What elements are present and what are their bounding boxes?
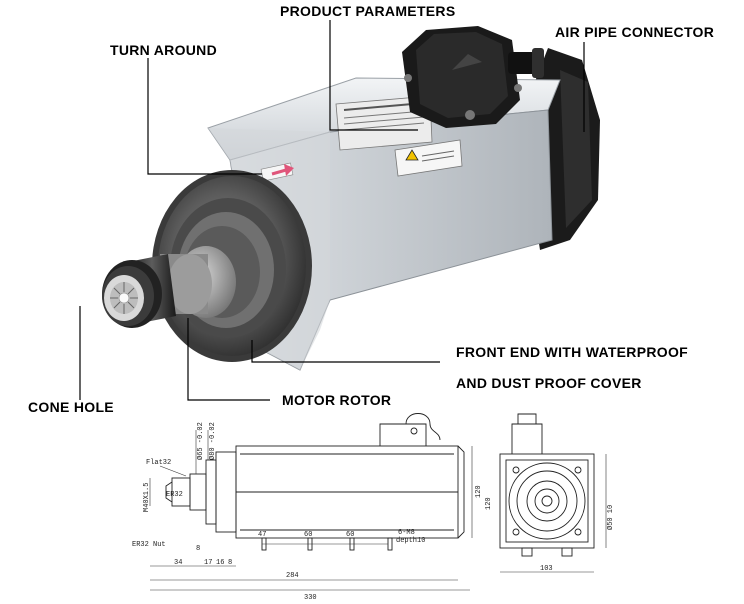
warning-sign — [405, 149, 419, 161]
callout-cone-hole: CONE HOLE — [28, 399, 114, 415]
label-thread: M40X1.5 — [143, 483, 151, 512]
dim-47: 47 — [258, 531, 266, 539]
end-view-drawing: 103 Ø50 10 120 — [485, 413, 615, 573]
dim-120-end: 120 — [485, 497, 493, 510]
collet-nut — [102, 254, 176, 328]
dim-330: 330 — [304, 594, 317, 602]
dim-60b: 60 — [346, 531, 354, 539]
label-flat: Flat32 — [146, 459, 171, 467]
callout-front-end-line1: FRONT END WITH WATERPROOF — [456, 344, 688, 360]
label-nut: ER32 Nut — [132, 541, 166, 549]
cone-hole-center — [118, 292, 130, 304]
label-er-small: ER32 — [166, 491, 183, 499]
callout-motor-rotor: MOTOR ROTOR — [282, 392, 391, 408]
dim-284: 284 — [286, 572, 299, 580]
dim-17: 17 — [204, 559, 212, 567]
label-depth: depth10 — [396, 537, 425, 545]
leader-lines — [79, 20, 585, 401]
junction-box — [402, 26, 544, 128]
callout-front-end-line2: AND DUST PROOF COVER — [456, 375, 642, 391]
label-holes: 6-M8 — [398, 529, 415, 537]
end-bolt-holes — [512, 466, 582, 536]
label-dia1: Ø65 -0.02 — [196, 422, 205, 460]
dim-16: 16 — [216, 559, 224, 567]
callout-air-pipe-connector: AIR PIPE CONNECTOR — [555, 24, 714, 40]
dim-bolt: Ø50 10 — [606, 505, 615, 530]
spindle-motor-illustration — [102, 26, 600, 371]
rotor-shaft — [160, 246, 236, 318]
dim-60a: 60 — [304, 531, 312, 539]
callout-product-parameters: PRODUCT PARAMETERS — [280, 3, 455, 19]
rotation-arrow — [260, 162, 294, 182]
dim-120-side: 120 — [475, 485, 483, 498]
side-view-drawing: Flat32 ER32 M40X1.5 ER32 Nut Ø65 -0.02 Ø… — [132, 413, 483, 602]
dim-8: 8 — [196, 545, 200, 553]
label-dia2: Ø80 -0.02 — [208, 422, 217, 460]
callout-turn-around: TURN AROUND — [110, 42, 217, 58]
dim-8b: 8 — [228, 559, 232, 567]
dim-34: 34 — [174, 559, 182, 567]
dim-103: 103 — [540, 565, 553, 573]
